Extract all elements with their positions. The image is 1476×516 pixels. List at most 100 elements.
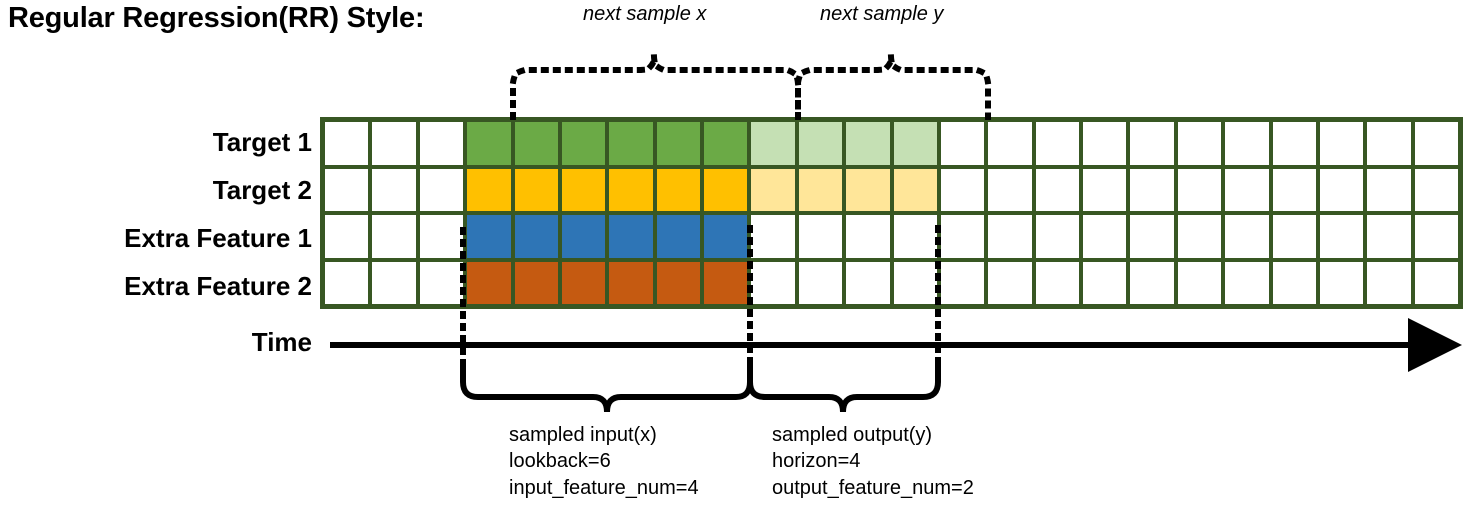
grid-cell [1035, 122, 1079, 165]
caption-sampled-input: sampled input(x) lookback=6 input_featur… [509, 422, 699, 501]
grid-cell [656, 215, 700, 258]
grid-cell [561, 215, 606, 258]
grid-row-target-1 [325, 122, 1458, 165]
row-label-target-2: Target 2 [212, 175, 312, 205]
grid-cell [1225, 261, 1269, 304]
row-label-target-1: Target 1 [212, 127, 312, 157]
grid-cell [561, 168, 606, 211]
grid-cell [988, 122, 1032, 165]
top-brace-next-sample-x [510, 55, 801, 120]
grid-cell [751, 168, 795, 211]
grid-cell [1130, 168, 1174, 211]
grid-cell [704, 122, 748, 165]
grid-cell [419, 122, 464, 165]
grid-cell [372, 122, 416, 165]
grid-cell [1083, 168, 1127, 211]
grid-cell [372, 261, 416, 304]
grid-cell [893, 261, 937, 304]
grid-cell [1130, 122, 1174, 165]
grid-row-target-2 [325, 168, 1458, 211]
grid-cell [1272, 122, 1316, 165]
grid-cell [325, 215, 369, 258]
page-title: Regular Regression(RR) Style: [8, 2, 425, 34]
top-brace-label-next-sample-y: next sample y [820, 3, 944, 25]
grid-cell [751, 261, 795, 304]
grid-cell [1272, 168, 1316, 211]
caption-sampled-output-line1: sampled output(y) [772, 424, 933, 446]
grid-cell [704, 215, 748, 258]
grid-row-extra-feature-2 [325, 261, 1458, 304]
grid-cell [1035, 261, 1079, 304]
grid-cell [1035, 215, 1079, 258]
grid-cell [656, 122, 700, 165]
grid-cell [846, 122, 890, 165]
grid-cell [940, 168, 985, 211]
grid-cell [751, 122, 795, 165]
grid-cell [372, 168, 416, 211]
grid-cell [325, 168, 369, 211]
grid-cell [940, 215, 985, 258]
grid-cell [514, 261, 558, 304]
grid-cell [656, 168, 700, 211]
grid-cell [1083, 215, 1127, 258]
grid-cell [893, 168, 937, 211]
grid-cell [609, 215, 653, 258]
grid-cell [419, 168, 464, 211]
grid-cell [467, 122, 511, 165]
bottom-brace-sampled-input [460, 365, 753, 413]
grid-cell [419, 261, 464, 304]
grid-cell [514, 122, 558, 165]
grid-cell [325, 122, 369, 165]
grid-cell [1225, 168, 1269, 211]
grid-cell [940, 261, 985, 304]
grid-cell [1130, 261, 1174, 304]
grid-cell [1319, 168, 1364, 211]
caption-sampled-output-line3: output_feature_num=2 [772, 476, 974, 499]
top-brace-next-sample-y [795, 55, 991, 120]
grid-cell [1177, 261, 1222, 304]
row-label-extra-feature-1: Extra Feature 1 [124, 223, 312, 253]
grid-cell [704, 261, 748, 304]
grid-cell [372, 215, 416, 258]
grid-cell [1414, 168, 1458, 211]
grid-cell [1177, 168, 1222, 211]
grid-cell [988, 261, 1032, 304]
grid-cell [1414, 215, 1458, 258]
grid-cell [1367, 215, 1411, 258]
grid-cell [893, 122, 937, 165]
grid-cell [1319, 261, 1364, 304]
grid-cell [656, 261, 700, 304]
grid-cell [467, 215, 511, 258]
grid-cell [1272, 261, 1316, 304]
caption-sampled-input-line2: lookback=6 [509, 450, 611, 473]
grid-cell [1225, 122, 1269, 165]
grid-cell [798, 261, 843, 304]
grid-cell [1272, 215, 1316, 258]
row-label-column: Target 1 Target 2 Extra Feature 1 Extra … [0, 117, 312, 309]
time-axis-label: Time [251, 327, 312, 357]
grid-cell [1035, 168, 1079, 211]
grid-cell [893, 215, 937, 258]
grid-cell [419, 215, 464, 258]
top-brace-label-next-sample-x: next sample x [583, 3, 707, 25]
grid-cell [1177, 215, 1222, 258]
grid-cell [1130, 215, 1174, 258]
grid-cell [514, 215, 558, 258]
grid-cell [514, 168, 558, 211]
grid-cell [1225, 215, 1269, 258]
grid-cell [798, 215, 843, 258]
bottom-brace-sampled-output [747, 365, 941, 413]
grid-cell [1414, 122, 1458, 165]
grid-cell [609, 168, 653, 211]
grid-cell [1319, 122, 1364, 165]
grid-cell [1083, 122, 1127, 165]
grid-cell [1367, 168, 1411, 211]
grid-cell [798, 168, 843, 211]
caption-sampled-output-line2: horizon=4 [772, 450, 861, 473]
grid-cell [1414, 261, 1458, 304]
grid-cell [1083, 261, 1127, 304]
grid-cell [846, 261, 890, 304]
grid-cell [467, 261, 511, 304]
grid-cell [1177, 122, 1222, 165]
